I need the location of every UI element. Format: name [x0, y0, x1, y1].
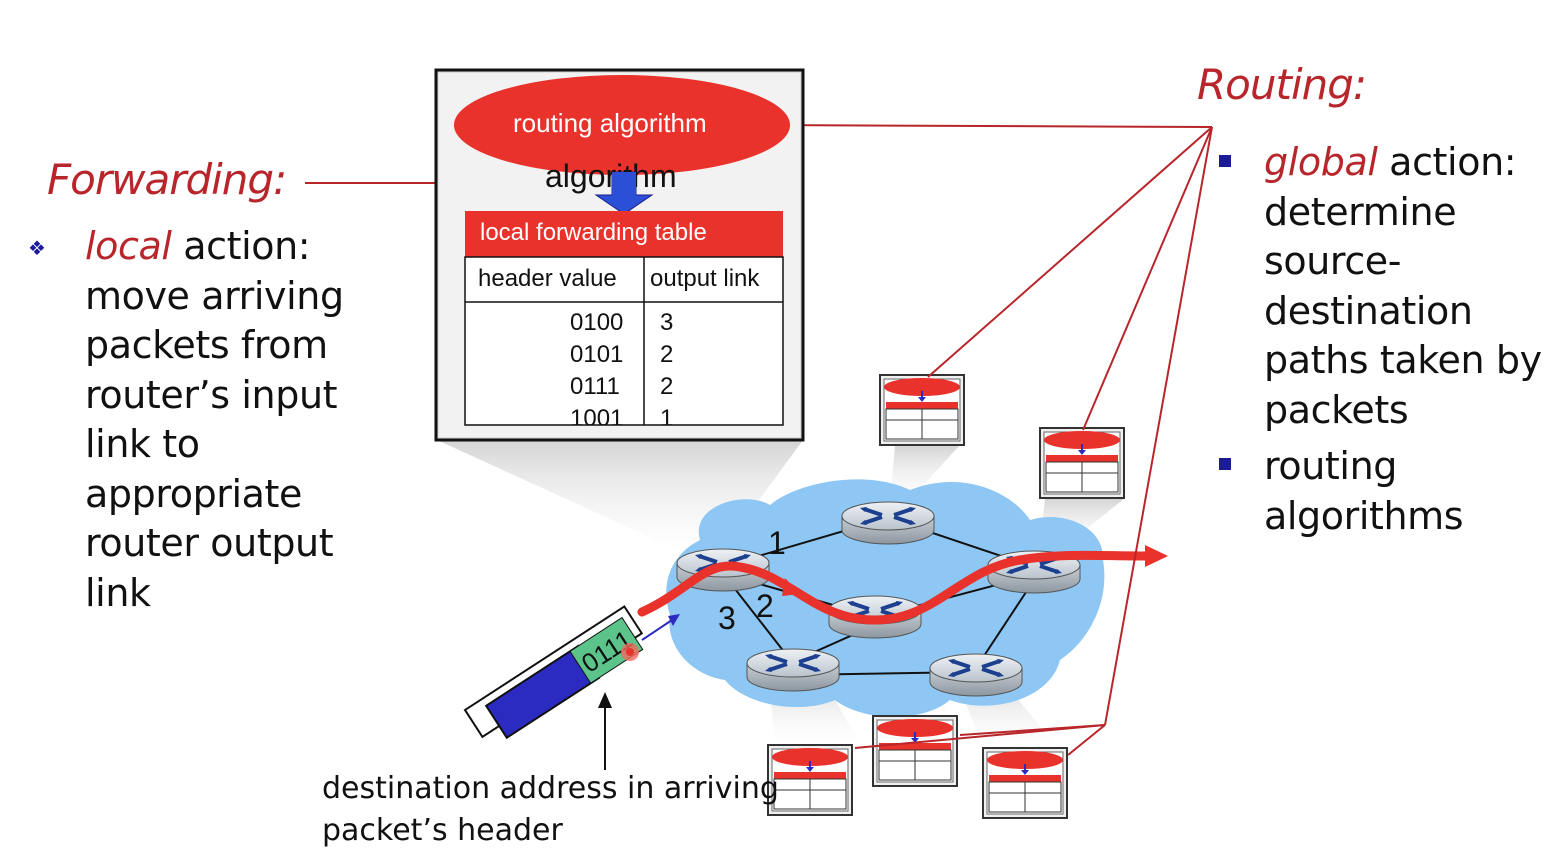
row-output-link: 2 [660, 341, 674, 368]
forwarding-line-0: action: [171, 224, 311, 268]
col-header-value: header value [478, 265, 617, 292]
col-output-link: output link [650, 265, 760, 292]
table-row: 1001 [570, 403, 623, 425]
routing-bullet-1: global action: determine source- destina… [1264, 138, 1542, 435]
row-output-link: 3 [660, 309, 674, 336]
row-output-link: 2 [660, 373, 674, 400]
forwarding-line-6: router output [85, 521, 334, 565]
forwarding-line-7: link [85, 570, 151, 615]
row-header-value: 1001 [570, 405, 624, 425]
caption: destination address in arriving packet’s… [322, 768, 779, 852]
row-header-value: 0101 [570, 341, 624, 368]
caption-line-1: packet’s header [322, 813, 563, 848]
routing-line-2: source- [1264, 239, 1402, 283]
routing-line-1: determine [1264, 189, 1457, 234]
down-arrow-icon [612, 172, 636, 196]
row-output-link: 1 [660, 405, 674, 425]
routing-line-4: paths taken by [1264, 338, 1542, 382]
forwarding-line-1: move arriving [85, 273, 344, 318]
table-row: 0101 [570, 339, 623, 371]
forwarding-line-3: router’s input [85, 372, 338, 417]
forwarding-emphasis: local [85, 224, 172, 268]
forwarding-line-2: packets from [85, 323, 328, 367]
square-bullet-icon [1219, 458, 1231, 470]
forwarding-title: Forwarding: [47, 155, 287, 204]
routing-title: Routing: [1197, 60, 1367, 109]
forwarding-line-5: appropriate [85, 471, 303, 516]
square-bullet-icon [1219, 155, 1231, 167]
forwarding-bullet: local action: move arriving packets from… [85, 222, 344, 618]
routing-algorithm-label: routing algorithm [513, 108, 707, 138]
forwarding-table-body: 0100 3 0101 2 0111 2 1001 1 [465, 307, 783, 425]
routing2-line-0: routing [1264, 444, 1397, 488]
table-row: 0100 [570, 307, 623, 339]
routing-bullet-2: routing algorithms [1264, 442, 1464, 541]
caption-line-0: destination address in arriving [322, 771, 779, 806]
routing-line-3: destination [1264, 288, 1473, 333]
diamond-bullet-icon: ❖ [28, 236, 46, 260]
routing-line-0: action: [1377, 140, 1517, 184]
routing-emphasis: global [1264, 140, 1378, 184]
link-label-3: 3 [718, 600, 736, 636]
forwarding-line-4: link to [85, 422, 200, 466]
link-label-2: 2 [756, 588, 774, 624]
row-header-value: 0100 [570, 309, 624, 336]
algorithm-shadow-text: algorithm [545, 158, 677, 194]
table-row: 0111 [570, 371, 620, 403]
forwarding-table-title: local forwarding table [480, 219, 707, 246]
routing-line-5: packets [1264, 387, 1409, 432]
row-header-value: 0111 [570, 373, 620, 400]
link-label-1: 1 [768, 525, 786, 561]
routing2-line-1: algorithms [1264, 493, 1464, 538]
